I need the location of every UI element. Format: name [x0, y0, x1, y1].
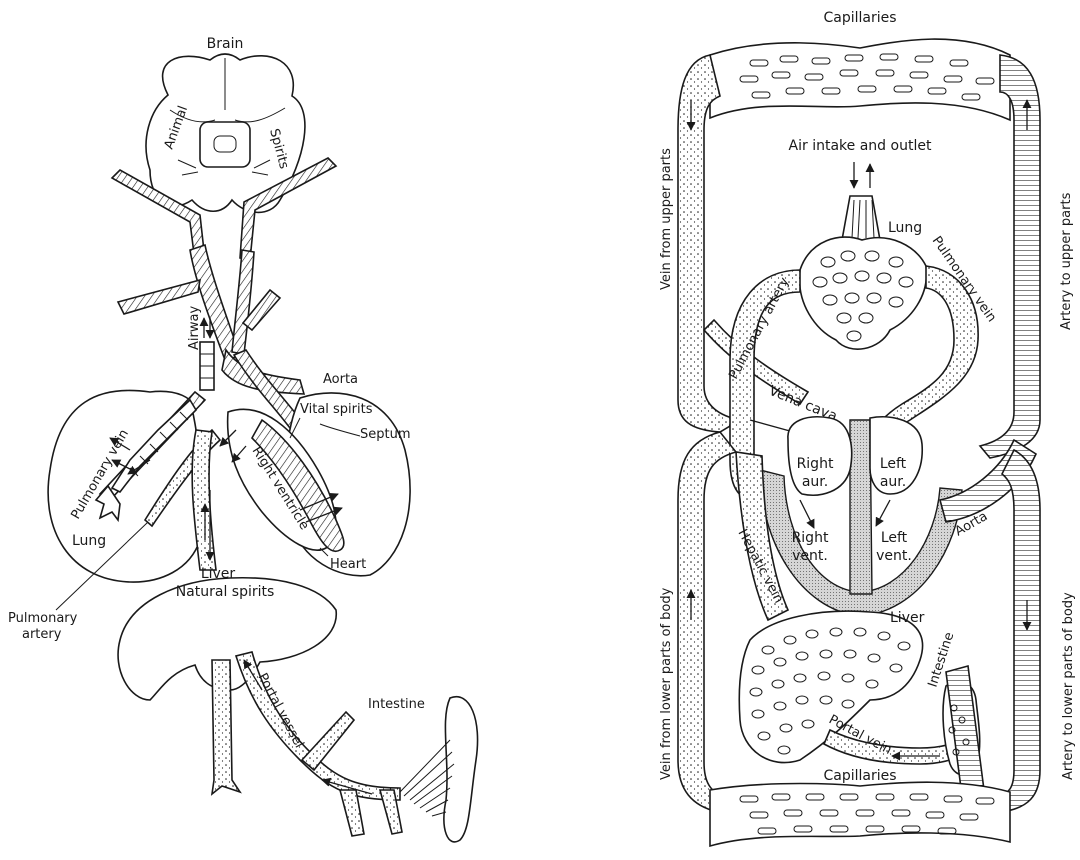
- lower-capillaries: [710, 782, 1010, 846]
- artery-lower-parts: [996, 450, 1040, 812]
- left-vent-label-1: Left: [881, 530, 908, 546]
- natural-spirits-label: Natural spirits: [176, 584, 275, 600]
- lung-label: Lung: [72, 533, 106, 549]
- air-intake-label: Air intake and outlet: [789, 138, 932, 154]
- pulmonary-artery-label-1: Pulmonary: [8, 611, 78, 626]
- vein-upper-label: Vein from upper parts: [659, 148, 674, 290]
- liver-label: Liver: [201, 566, 236, 582]
- artery-lower-label: Artery to lower parts of body: [1061, 592, 1076, 780]
- right-aur-label-2: aur.: [802, 474, 828, 490]
- left-diagram-svg: Brain Animal Spirits Aorta Airway Pulmon…: [0, 0, 520, 856]
- liver-label-right: Liver: [890, 610, 925, 626]
- pulmonary-artery-label-2: artery: [22, 627, 62, 642]
- vein-lower-parts: [678, 432, 736, 812]
- left-aur-label-2: aur.: [880, 474, 906, 490]
- airway-label: Airway: [187, 306, 202, 350]
- left-aur-label-1: Left: [880, 456, 907, 472]
- lung-label-right: Lung: [888, 220, 922, 236]
- right-vent-label-1: Right: [792, 530, 829, 546]
- right-vent-label-2: vent.: [792, 548, 828, 564]
- artery-upper-label: Artery to upper parts: [1059, 192, 1074, 330]
- lung-organ-right: [799, 162, 926, 349]
- heart-right-diagram: [760, 417, 962, 616]
- intestine-organ: [400, 697, 478, 842]
- septum-label: Septum: [360, 427, 411, 442]
- harvey-circulation-diagram: Capillaries Vein from upper parts Artery…: [640, 0, 1080, 856]
- vein-lower-label: Vein from lower parts of body: [659, 587, 674, 780]
- right-aur-label-1: Right: [797, 456, 834, 472]
- right-diagram-svg: Capillaries Vein from upper parts Artery…: [640, 0, 1080, 856]
- airway-tube: [200, 318, 214, 390]
- intestine-label: Intestine: [368, 697, 425, 712]
- brain-label: Brain: [207, 36, 244, 52]
- aorta-label: Aorta: [323, 372, 358, 387]
- capillaries-top-label: Capillaries: [823, 10, 896, 26]
- heart-label: Heart: [330, 557, 366, 572]
- galenic-circulation-diagram: Brain Animal Spirits Aorta Airway Pulmon…: [0, 0, 520, 856]
- vital-spirits-label: Vital spirits: [300, 402, 373, 417]
- intestine-organ-right: [943, 666, 984, 796]
- upper-capillaries: [710, 39, 1010, 120]
- left-vent-label-2: vent.: [876, 548, 912, 564]
- capillaries-bottom-label: Capillaries: [823, 768, 896, 784]
